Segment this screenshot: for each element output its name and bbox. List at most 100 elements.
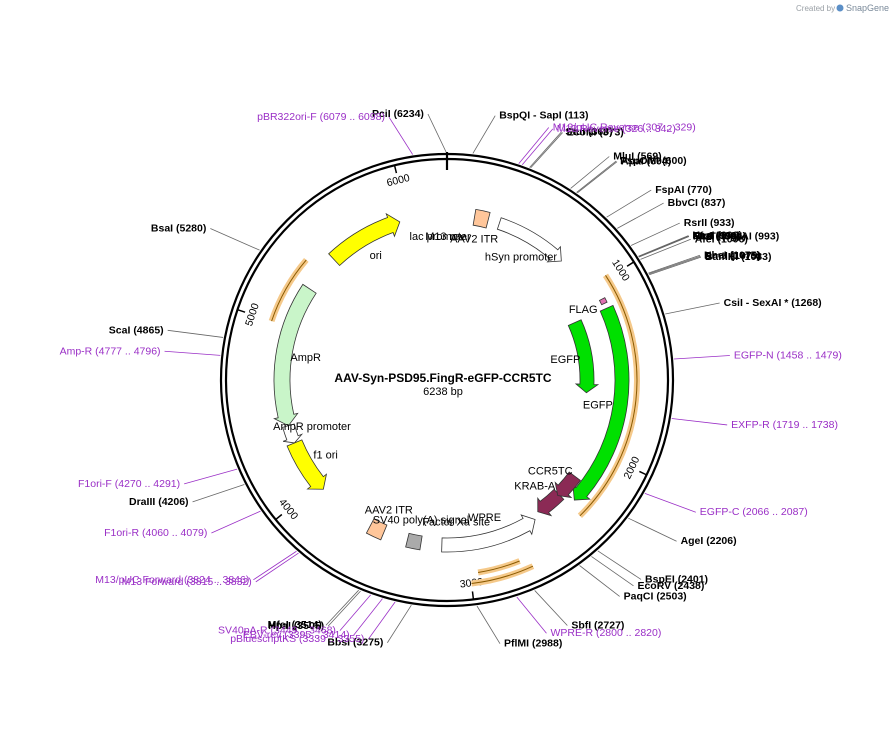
orf-halo-2 xyxy=(477,558,521,576)
enzyme-nari: NarI (991) xyxy=(693,230,741,242)
leader-pflmi xyxy=(476,605,501,644)
plasmid-size: 6238 bp xyxy=(423,386,463,398)
leader-nhei xyxy=(648,254,701,274)
leader-m13-forward xyxy=(255,552,299,583)
enzyme-fspai: FspAI (770) xyxy=(655,184,712,196)
factor-xa-site-label: Factor Xa site xyxy=(422,517,490,529)
orf-halos xyxy=(268,257,640,587)
outer-labels: PciI (6234)BspQI - SapI (113)StuI (368)E… xyxy=(60,108,842,650)
ampr-promoter-label: AmpR promoter xyxy=(273,421,351,433)
enzyme-mfei: MfeI (3514) xyxy=(268,619,322,631)
leader-paqci xyxy=(579,565,620,597)
primer-m13-puc-reverse: M13/pUC Reverse (307 .. 329) xyxy=(553,122,696,134)
orf-line-0 xyxy=(271,259,307,322)
primer-ebv-rev: EBV-rev (3395 .. 3414) xyxy=(243,629,350,641)
leader-pspomi xyxy=(576,160,617,193)
leader-bspei xyxy=(597,550,642,580)
enzyme-bbvci: BbvCI (837) xyxy=(668,197,726,209)
enzyme-stui: StuI (368) xyxy=(565,126,612,138)
ccr5tc-label: CCR5TC xyxy=(528,465,573,477)
primer-egfp-n: EGFP-N (1458 .. 1479) xyxy=(734,350,842,362)
leader-apai xyxy=(577,161,618,194)
leader-bspqi-sapi xyxy=(472,115,496,154)
snapgene-brand: SnapGene xyxy=(846,3,889,13)
hsyn-promoter-arrow xyxy=(496,217,562,263)
enzyme-rsrii: RsrII (933) xyxy=(684,217,735,229)
leader-m13-puc-forward xyxy=(253,550,297,581)
ampr-label: AmpR xyxy=(290,352,321,364)
orf-line-2 xyxy=(478,560,520,573)
leader-pluti xyxy=(638,236,690,258)
leader-m13-reverse xyxy=(521,128,554,166)
leader-bbsi xyxy=(387,604,412,643)
primer-exfp-r: EXFP-R (1719 .. 1738) xyxy=(731,419,838,431)
wpre-label: WPRE xyxy=(468,512,501,524)
tick-5000 xyxy=(237,308,246,313)
tick-4000 xyxy=(275,513,283,521)
enzyme-sfoi: SfoI (992) xyxy=(693,230,740,242)
egfp-inner-label: EGFP xyxy=(550,354,580,366)
leader-egfp-n xyxy=(674,355,730,360)
egfp-inner-arrow xyxy=(567,319,600,394)
leader-bamhi xyxy=(649,256,702,276)
tick-label-2000: 2000 xyxy=(622,455,643,481)
leader-ecorv xyxy=(591,556,634,587)
enzyme-kasi: KasI (990) xyxy=(692,230,742,242)
enzyme-scai: ScaI (4865) xyxy=(109,324,164,336)
orf-line-3 xyxy=(471,565,534,584)
leader-egfp-c xyxy=(644,492,696,513)
egfp-outer-arrow xyxy=(572,304,630,501)
lac-promoter-label: lac promoter xyxy=(410,231,471,243)
leader-sv40pa-r xyxy=(339,594,371,631)
enzyme-pspomi: PspOMI (600) xyxy=(620,155,687,167)
enzyme-pcii: PciI (6234) xyxy=(372,108,424,120)
ccr5tc-arrow xyxy=(554,471,581,499)
enzyme-mrei-sgrai: MreI - SgrAI (993) xyxy=(693,230,779,242)
enzyme-draiii: DraIII (4206) xyxy=(129,496,189,508)
orf-line-1 xyxy=(579,275,638,517)
primer-pbluescriptks: pBluescriptKS (3339 .. 3355) xyxy=(230,633,364,645)
tick-2000 xyxy=(639,470,647,476)
primer-egfp-c: EGFP-C (2066 .. 2087) xyxy=(700,506,808,518)
m13-rev-label: M13 rev xyxy=(425,231,465,243)
flag-label: FLAG xyxy=(569,304,598,316)
aav2-itr-left-box xyxy=(472,208,491,229)
leader-m13-puc-reverse xyxy=(518,127,550,164)
enzyme-paqci: PaqCI (2503) xyxy=(624,590,687,602)
leader-sbfi xyxy=(534,590,568,626)
tick-label-6000: 6000 xyxy=(386,172,412,189)
leader-afei xyxy=(640,238,691,260)
primer-pbr322ori-f: pBR322ori-F (6079 .. 6098) xyxy=(257,111,385,123)
enzyme-econi: EcoNI (373) xyxy=(567,127,624,139)
plasmid-name: AAV-Syn-PSD95.FingR-eGFP-CCR5TC xyxy=(334,371,551,385)
primer-m13-puc-forward: M13/pUC Forward (3824 .. 3846) xyxy=(95,574,249,586)
leader-hpai xyxy=(327,590,361,627)
sv40-polya-label: SV40 poly(A) signal xyxy=(373,515,470,527)
enzyme-bmti: BmtI (1079) xyxy=(704,250,761,262)
leader-wpre-r xyxy=(516,596,547,634)
leader-pbluescriptks xyxy=(368,601,396,640)
primer-sv40pa-r: SV40pA-R (3449 .. 3468) xyxy=(218,625,336,637)
leader-scai xyxy=(167,329,224,338)
hsyn-promoter-label: hSyn promoter xyxy=(485,252,557,264)
leader-draiii xyxy=(192,484,245,503)
enzyme-hpai: HpaI (3505) xyxy=(268,620,324,632)
sv40-polya-box xyxy=(405,532,423,551)
primer-m13-reverse: M13 Reverse (326 .. 342) xyxy=(557,123,676,135)
f1-ori-label: f1 ori xyxy=(313,450,337,462)
tick-6000 xyxy=(393,165,398,174)
leader-stui xyxy=(529,131,562,168)
enzyme-sbfi: SbfI (2727) xyxy=(571,620,624,632)
flag-box xyxy=(598,297,608,306)
primer-f1ori-r: F1ori-R (4060 .. 4079) xyxy=(104,527,207,539)
primer-wpre-r: WPRE-R (2800 .. 2820) xyxy=(550,627,661,639)
leader-csii-sexai xyxy=(665,302,720,315)
leader-bbvci xyxy=(617,202,664,229)
tick-3000 xyxy=(471,591,475,600)
enzyme-afei: AfeI (1006) xyxy=(695,233,748,245)
leader-pbr322ori-f xyxy=(388,116,414,155)
feature-arrows xyxy=(273,208,630,553)
primer-m13-forward: M13 Forward (3815 .. 3832) xyxy=(122,576,252,588)
snapgene-logo-icon xyxy=(836,4,844,12)
leader-exfp-r xyxy=(671,418,728,426)
